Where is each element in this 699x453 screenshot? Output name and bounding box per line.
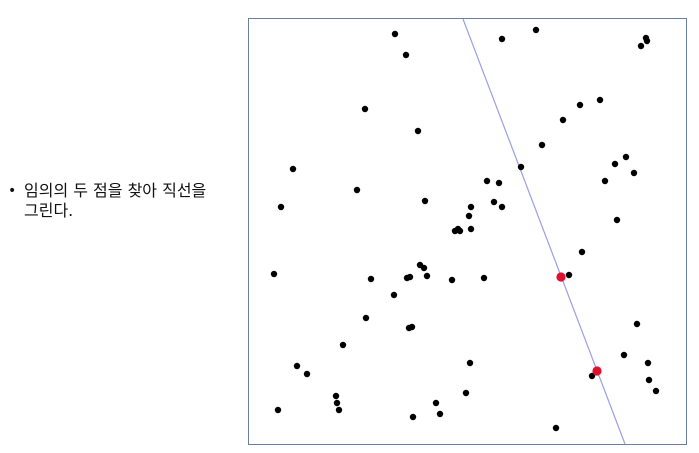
data-point: [448, 276, 456, 284]
point-plot: [270, 19, 660, 444]
data-point: [642, 34, 650, 42]
data-point: [408, 323, 416, 331]
data-point: [367, 275, 375, 283]
data-point: [498, 203, 506, 211]
data-point: [532, 26, 540, 34]
data-point: [423, 272, 431, 280]
data-point: [339, 341, 347, 349]
data-point: [270, 270, 278, 278]
data-point: [552, 424, 560, 432]
bullet-item: • 임의의 두 점을 찾아 직선을 그린다.: [8, 181, 223, 221]
data-point: [332, 392, 340, 400]
data-point: [390, 291, 398, 299]
data-point: [303, 370, 311, 378]
data-point: [391, 30, 399, 38]
data-point: [414, 127, 422, 135]
data-point: [565, 271, 573, 279]
data-point: [620, 351, 628, 359]
data-point: [293, 362, 301, 370]
data-point: [421, 197, 429, 205]
data-point: [466, 359, 474, 367]
point-plot-frame: [248, 18, 687, 445]
data-point: [538, 141, 546, 149]
selected-point-layer: [556, 272, 602, 376]
data-point: [467, 203, 475, 211]
data-point: [559, 116, 567, 124]
data-point: [353, 186, 361, 194]
data-point: [467, 225, 475, 233]
data-point: [611, 160, 619, 168]
data-point: [361, 105, 369, 113]
data-point: [333, 399, 341, 407]
data-point: [490, 198, 498, 206]
data-point: [409, 413, 417, 421]
data-point: [498, 35, 506, 43]
data-point: [432, 399, 440, 407]
data-point: [596, 96, 604, 104]
fitted-line: [462, 19, 626, 444]
data-point: [456, 227, 464, 235]
selected-point: [556, 272, 566, 282]
bullet-symbol: •: [8, 183, 17, 199]
point-layer: [270, 26, 660, 432]
data-point: [436, 410, 444, 418]
data-point: [622, 153, 630, 161]
data-point: [652, 387, 660, 395]
data-point: [402, 51, 410, 59]
data-point: [633, 320, 641, 328]
data-point: [274, 406, 282, 414]
data-point: [637, 42, 645, 50]
data-point: [465, 212, 473, 220]
data-point: [406, 273, 414, 281]
data-point: [362, 314, 370, 322]
data-point: [630, 169, 638, 177]
data-point: [576, 101, 584, 109]
data-point: [335, 406, 343, 414]
data-point: [289, 165, 297, 173]
data-point: [601, 177, 609, 185]
data-point: [588, 372, 596, 380]
data-point: [480, 274, 488, 282]
data-point: [277, 203, 285, 211]
data-point: [517, 163, 525, 171]
data-point: [462, 389, 470, 397]
data-point: [645, 376, 653, 384]
data-point: [644, 359, 652, 367]
data-point: [483, 177, 491, 185]
data-point: [420, 264, 428, 272]
selected-point: [592, 366, 602, 376]
data-point: [578, 248, 586, 256]
bullet-text: 임의의 두 점을 찾아 직선을 그린다.: [24, 181, 207, 220]
data-point: [495, 179, 503, 187]
data-point: [613, 216, 621, 224]
